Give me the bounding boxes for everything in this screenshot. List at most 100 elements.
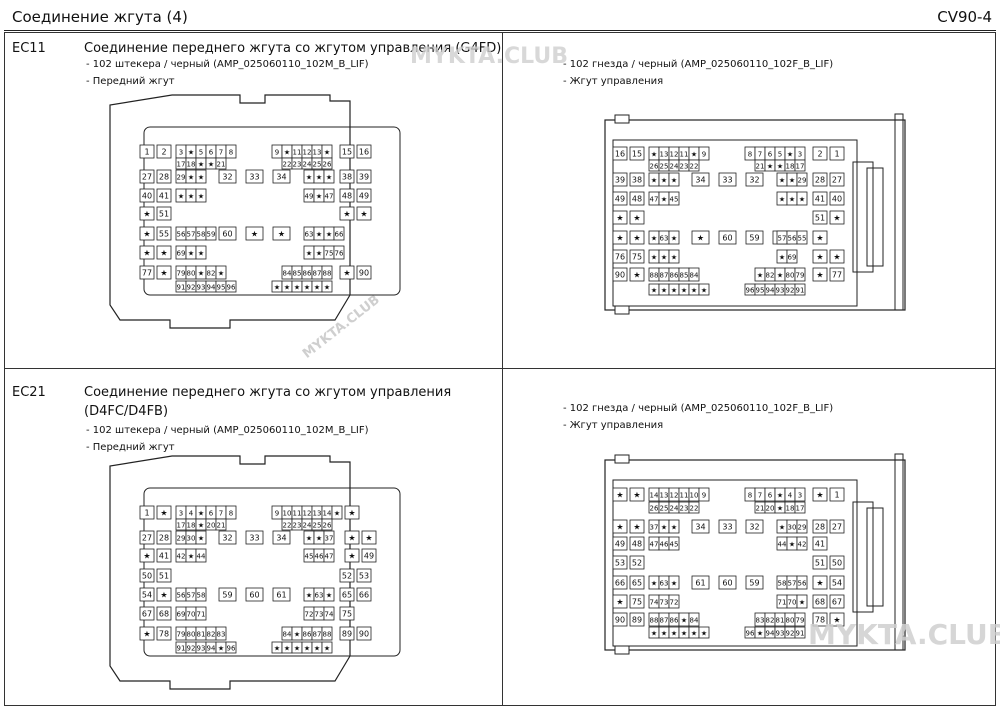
svg-text:59: 59 bbox=[749, 579, 759, 588]
svg-text:★: ★ bbox=[777, 505, 783, 513]
ec11-female-pin: ★ bbox=[764, 159, 776, 172]
ec11-female-pin: ★ bbox=[648, 172, 660, 187]
ec21-male-pin: 67 bbox=[139, 606, 155, 621]
section-title-ec21-line2: (D4FC/D4FB) bbox=[84, 404, 169, 419]
ec21-female-pin: ★ bbox=[796, 594, 808, 609]
ec21-male-pin: 72 bbox=[303, 606, 315, 621]
ec21-male-pin: 3 bbox=[175, 505, 187, 520]
svg-text:9: 9 bbox=[275, 149, 279, 157]
section-title-ec21-line1: Соединение переднего жгута со жгутом упр… bbox=[84, 385, 452, 400]
svg-text:49: 49 bbox=[305, 193, 314, 201]
ec11-female-pin: ★ bbox=[776, 191, 788, 206]
ec21-female-pin: 65 bbox=[629, 575, 645, 590]
svg-text:★: ★ bbox=[799, 599, 805, 607]
ec21-male-pin: ★ bbox=[215, 641, 227, 654]
svg-text:25: 25 bbox=[660, 163, 669, 171]
svg-text:88: 88 bbox=[323, 631, 332, 639]
svg-text:★: ★ bbox=[324, 149, 330, 157]
ec11-female-pin: 40 bbox=[829, 191, 845, 206]
svg-text:83: 83 bbox=[756, 617, 765, 625]
ec11-male-pin: 21 bbox=[215, 157, 227, 170]
ec21-male-pin: ★ bbox=[195, 530, 207, 545]
svg-text:63: 63 bbox=[660, 580, 669, 588]
svg-text:16: 16 bbox=[359, 148, 369, 157]
ec11-female-pin: 13 bbox=[658, 146, 670, 161]
ec21-female-pin: ★ bbox=[612, 519, 628, 534]
svg-text:89: 89 bbox=[632, 616, 642, 625]
svg-text:73: 73 bbox=[660, 599, 669, 607]
svg-text:12: 12 bbox=[670, 151, 679, 159]
ec11-male-pin: 32 bbox=[218, 169, 237, 184]
svg-text:★: ★ bbox=[284, 149, 290, 157]
svg-text:3: 3 bbox=[798, 492, 802, 500]
ec21-female-pin: 63 bbox=[658, 575, 670, 590]
svg-text:★: ★ bbox=[651, 630, 657, 638]
svg-text:★: ★ bbox=[198, 193, 204, 201]
svg-text:★: ★ bbox=[671, 630, 677, 638]
ec11-male-pin: ★ bbox=[195, 245, 207, 260]
svg-text:★: ★ bbox=[348, 509, 355, 518]
ec21-female-pin: 48 bbox=[629, 536, 645, 551]
svg-text:41: 41 bbox=[159, 552, 169, 561]
ec21-male-pin: 34 bbox=[272, 530, 291, 545]
svg-text:13: 13 bbox=[313, 149, 322, 157]
svg-text:★: ★ bbox=[816, 491, 823, 500]
svg-text:47: 47 bbox=[650, 196, 659, 204]
svg-text:25: 25 bbox=[660, 505, 669, 513]
ec11-male-pin: 58 bbox=[195, 226, 207, 241]
ec11-female-pin: ★ bbox=[629, 210, 645, 225]
ec11-male-pin: 39 bbox=[356, 169, 372, 184]
ec21-male-pin: 88 bbox=[321, 626, 333, 641]
male-note-harness: - Передний жгут bbox=[86, 442, 175, 453]
svg-text:★: ★ bbox=[816, 579, 823, 588]
ec21-male-pin: ★ bbox=[185, 548, 197, 563]
svg-text:32: 32 bbox=[749, 176, 759, 185]
svg-text:9: 9 bbox=[702, 492, 706, 500]
ec21-female-pin: ★ bbox=[668, 626, 680, 639]
ec11-male-pin: 88 bbox=[321, 265, 333, 280]
svg-text:87: 87 bbox=[313, 270, 322, 278]
svg-text:★: ★ bbox=[661, 177, 667, 185]
ec11-male-pin: 96 bbox=[225, 280, 237, 293]
svg-text:91: 91 bbox=[177, 284, 186, 292]
svg-text:27: 27 bbox=[832, 176, 842, 185]
svg-text:59: 59 bbox=[749, 234, 759, 243]
svg-text:95: 95 bbox=[217, 284, 226, 292]
svg-text:47: 47 bbox=[650, 541, 659, 549]
svg-text:86: 86 bbox=[670, 272, 679, 280]
svg-text:53: 53 bbox=[359, 572, 369, 581]
ec11-male-pin: ★ bbox=[185, 245, 197, 260]
ec21-female-pin: ★ bbox=[612, 487, 628, 502]
ec21-female-pin: 12 bbox=[668, 487, 680, 502]
svg-text:78: 78 bbox=[159, 630, 169, 639]
svg-text:12: 12 bbox=[670, 492, 679, 500]
svg-text:91: 91 bbox=[796, 630, 805, 638]
svg-text:51: 51 bbox=[159, 572, 169, 581]
svg-text:★: ★ bbox=[701, 630, 707, 638]
svg-text:★: ★ bbox=[365, 534, 372, 543]
ec11-male-pin: 86 bbox=[301, 265, 313, 280]
svg-text:★: ★ bbox=[324, 284, 330, 292]
svg-text:56: 56 bbox=[798, 580, 807, 588]
svg-text:29: 29 bbox=[798, 177, 807, 185]
svg-text:11: 11 bbox=[293, 510, 302, 518]
svg-text:79: 79 bbox=[796, 617, 805, 625]
svg-text:★: ★ bbox=[777, 492, 783, 500]
svg-text:★: ★ bbox=[633, 214, 640, 223]
ec21-male-pin: 6 bbox=[205, 505, 217, 520]
ec21-male-pin: 14 bbox=[321, 505, 333, 520]
ec11-male-pin: ★ bbox=[321, 280, 333, 293]
ec11-male-pin: ★ bbox=[272, 226, 291, 241]
svg-text:★: ★ bbox=[651, 254, 657, 262]
svg-text:14: 14 bbox=[650, 492, 659, 500]
ec21-male-pin: 42 bbox=[175, 548, 187, 563]
svg-text:★: ★ bbox=[188, 553, 194, 561]
ec11-female-pin: 45 bbox=[668, 191, 680, 206]
svg-text:18: 18 bbox=[187, 161, 196, 169]
svg-text:63: 63 bbox=[660, 235, 669, 243]
section-id-ec11: EC11 bbox=[12, 41, 46, 56]
svg-text:56: 56 bbox=[788, 235, 797, 243]
svg-text:7: 7 bbox=[219, 149, 223, 157]
svg-text:★: ★ bbox=[198, 174, 204, 182]
svg-text:83: 83 bbox=[217, 631, 226, 639]
